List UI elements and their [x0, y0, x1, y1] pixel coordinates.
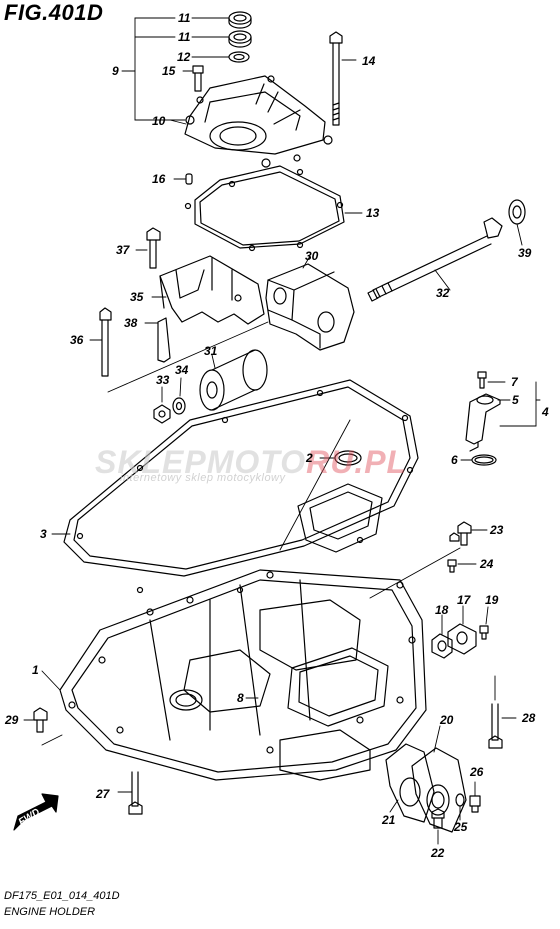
- o-ring-6: [460, 454, 497, 466]
- bolt-28: [488, 675, 517, 749]
- callout-34: 34: [175, 363, 189, 377]
- callout-23: 23: [490, 523, 504, 537]
- seal-ring-12: [228, 51, 250, 63]
- callout-1: 1: [32, 663, 39, 677]
- bolt-22: [431, 808, 445, 845]
- callout-13: 13: [366, 206, 380, 220]
- plate-38: [144, 317, 171, 363]
- washer-39: [508, 199, 526, 246]
- callout-11b: 11: [178, 30, 191, 44]
- water-elbow-5: [465, 393, 511, 452]
- forward-arrow-icon: [13, 793, 59, 831]
- figure-code: DF175_E01_014_401D: [4, 890, 120, 902]
- bolt-29: [23, 707, 63, 746]
- callout-22: 22: [431, 846, 445, 860]
- callout-30: 30: [305, 249, 319, 263]
- watermark-subtitle: internetowy sklep motocyklowy: [120, 472, 286, 484]
- callout-11a: 11: [178, 11, 191, 25]
- callout-6: 6: [451, 453, 458, 467]
- callout-7: 7: [511, 375, 518, 389]
- rubber-bush-31: [199, 349, 268, 411]
- bolt-24: [447, 559, 477, 573]
- bolt-7: [477, 371, 506, 389]
- callout-20: 20: [440, 713, 454, 727]
- watermark: SKLEPMOTORU.PL: [95, 444, 407, 481]
- bracket-4-lines: [499, 381, 541, 427]
- callout-21: 21: [382, 813, 396, 827]
- callout-24: 24: [480, 557, 494, 571]
- callout-17: 17: [457, 593, 471, 607]
- callout-28: 28: [522, 711, 536, 725]
- watermark-accent: RU.PL: [306, 444, 408, 480]
- figure-name: ENGINE HOLDER: [4, 906, 96, 918]
- bolt-15: [192, 65, 204, 92]
- gasket-13: [184, 165, 363, 252]
- callout-35: 35: [130, 290, 144, 304]
- callout-3: 3: [40, 527, 47, 541]
- o-ring-2: [319, 450, 362, 466]
- callout-2: 2: [306, 451, 313, 465]
- callout-14: 14: [362, 54, 376, 68]
- callout-39: 39: [518, 246, 532, 260]
- mount-block-30: [265, 255, 355, 351]
- watermark-main: SKLEPMOTO: [95, 444, 307, 480]
- callout-4: 4: [542, 405, 549, 419]
- callout-38: 38: [124, 316, 138, 330]
- cover-17: [447, 605, 477, 655]
- holder-10: [184, 75, 333, 168]
- washer-34: [172, 377, 186, 415]
- oil-pan-1: [41, 419, 461, 781]
- gasket-18: [431, 614, 453, 659]
- callout-27: 27: [96, 787, 110, 801]
- nut-33: [153, 386, 171, 424]
- cover-20: [411, 725, 467, 833]
- callout-9: 9: [112, 64, 119, 78]
- callout-18: 18: [435, 603, 449, 617]
- callout-12: 12: [177, 50, 191, 64]
- bolt-19: [479, 606, 489, 640]
- gasket-3: [51, 379, 419, 594]
- bolt-23: [449, 521, 488, 546]
- callout-26: 26: [470, 765, 484, 779]
- bracket-35: [151, 255, 265, 325]
- callout-19: 19: [485, 593, 499, 607]
- bolt-37: [135, 227, 161, 269]
- callout-15: 15: [162, 64, 176, 78]
- callout-29: 29: [5, 713, 19, 727]
- bolt-14: [329, 31, 343, 126]
- bolt-36: [89, 307, 269, 393]
- callout-8: 8: [237, 691, 244, 705]
- long-bolt-32: [367, 217, 503, 302]
- callout-25: 25: [454, 820, 468, 834]
- seal-ring-11b: [228, 30, 252, 48]
- callout-36: 36: [70, 333, 84, 347]
- callout-16: 16: [152, 172, 166, 186]
- plug-26: [469, 781, 481, 813]
- gasket-21: [385, 743, 435, 823]
- bolt-27: [117, 771, 143, 815]
- dowel-pin-16: [173, 173, 193, 185]
- callout-33: 33: [156, 373, 170, 387]
- callout-5: 5: [512, 393, 519, 407]
- leader-lines-top: [121, 17, 357, 125]
- seal-ring-11a: [228, 11, 252, 29]
- callout-10: 10: [152, 114, 166, 128]
- callout-32: 32: [436, 286, 450, 300]
- washer-25: [455, 793, 465, 821]
- figure-title: FIG.401D: [4, 0, 104, 25]
- callout-31: 31: [204, 344, 218, 358]
- callout-37: 37: [116, 243, 130, 257]
